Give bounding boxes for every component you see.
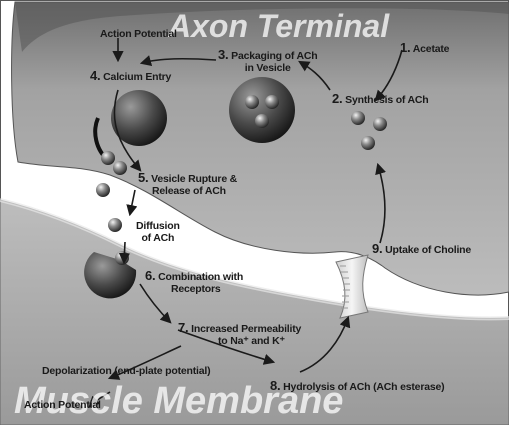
step-3-label: 3. Packaging of ACh in Vesicle [218, 49, 317, 74]
step-4-label: 4. Calcium Entry [90, 70, 171, 83]
step-1-text: Acetate [413, 43, 450, 55]
step-7-text-line1: Increased Permeability [191, 323, 301, 335]
step-6-text-line1: Combination with [158, 271, 243, 283]
diffusion-line2: of ACh [141, 232, 174, 244]
vesicle [229, 77, 295, 143]
step-5-text-line2: Release of ACh [138, 185, 226, 197]
step-8-label: 8. Hydrolysis of ACh (ACh esterase) [270, 380, 444, 393]
step-5-number: 5. [138, 170, 148, 185]
action-potential-bottom-label: Action Potential [24, 399, 101, 411]
step-3-number: 3. [218, 47, 228, 62]
step-4-text: Calcium Entry [103, 71, 171, 83]
step-5-text-line1: Vesicle Rupture & [151, 173, 237, 185]
step-3-text-line2: in Vesicle [245, 62, 291, 74]
step-7-number: 7. [178, 320, 188, 335]
diffusion-line1: Diffusion [136, 220, 180, 232]
step-5-label: 5. Vesicle Rupture & Release of ACh [138, 172, 237, 197]
step-3-text-line1: Packaging of ACh [231, 50, 317, 62]
step-6-number: 6. [145, 268, 155, 283]
step-2-number: 2. [332, 91, 342, 106]
action-potential-top-label: Action Potential [100, 28, 177, 40]
step-9-text: Uptake of Choline [385, 244, 471, 256]
diffusion-label: Diffusion of ACh [136, 220, 180, 244]
step-7-label: 7. Increased Permeability to Na⁺ and K⁺ [178, 322, 301, 347]
step-6-label: 6. Combination with Receptors [145, 270, 243, 295]
depolarization-label: Depolarization (end-plate potential) [42, 365, 210, 377]
step-9-label: 9. Uptake of Choline [372, 243, 471, 256]
step-8-number: 8. [270, 378, 280, 393]
step-9-number: 9. [372, 241, 382, 256]
step-8-text: Hydrolysis of ACh (ACh esterase) [283, 381, 444, 393]
step-4-number: 4. [90, 68, 100, 83]
step-1-number: 1. [400, 40, 410, 55]
step-1-label: 1. Acetate [400, 42, 449, 55]
step-2-text: Synthesis of ACh [345, 94, 428, 106]
axon-terminal-title: Axon Terminal [168, 8, 389, 45]
step-7-text-line2: to Na⁺ and K⁺ [178, 335, 285, 347]
step-2-label: 2. Synthesis of ACh [332, 93, 429, 106]
step-6-text-line2: Receptors [145, 283, 221, 295]
